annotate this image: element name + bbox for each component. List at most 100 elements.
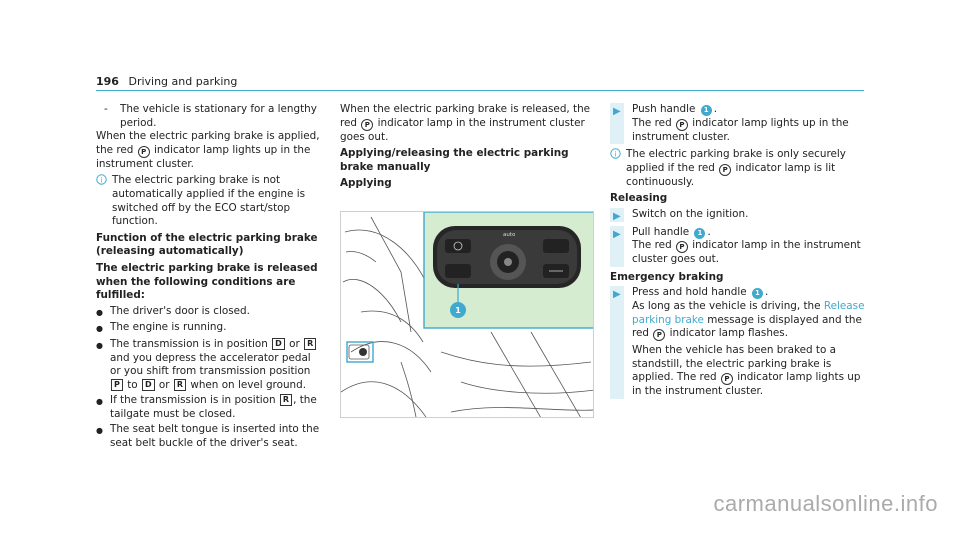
text: message is displayed and the red: [632, 313, 862, 340]
heading-emergency: Emergency braking: [610, 270, 724, 283]
text: .: [707, 225, 711, 238]
parking-brake-icon: P: [675, 118, 688, 131]
gear-p-key: P: [111, 378, 123, 391]
heading-releasing: Releasing: [610, 192, 668, 205]
bullet: ●: [96, 397, 103, 407]
step-push-handle: ▶ Push handle 1. The red P indicator lam…: [610, 103, 870, 145]
list-item: ● The engine is running.: [96, 321, 322, 336]
text: , the tailgate must be closed.: [110, 394, 317, 420]
list-item-text: If the transmission is in position R, th…: [110, 394, 322, 421]
text: As long as the vehicle is driving, the: [632, 299, 821, 312]
list-item-text: The engine is running.: [110, 321, 227, 334]
callout-marker: 1: [751, 288, 763, 300]
callout-marker: 1: [694, 227, 706, 239]
gear-r-key: R: [173, 378, 187, 391]
column-2: When the electric parking brake is relea…: [340, 103, 598, 193]
release-parking-brake-link[interactable]: Release parking brake: [632, 299, 865, 326]
text: When the electric parking brake is appli…: [96, 130, 320, 156]
parking-brake-icon: P: [137, 145, 150, 158]
text: indicator lamp is lit continuously.: [626, 161, 836, 188]
figure-parking-brake-switch: auto 1: [340, 211, 594, 418]
column-1: - The vehicle is stationary for a length…: [96, 103, 322, 453]
text: .: [713, 103, 718, 115]
parking-brake-icon: P: [720, 373, 733, 386]
step-bar: [610, 225, 624, 267]
heading-function: Function of the electric parking brake (…: [96, 231, 318, 258]
page-header: 196 Driving and parking: [96, 75, 237, 89]
list-item: ●The driver's door is closed.: [96, 305, 322, 320]
dash-text: The vehicle is stationary for a lengthy …: [120, 103, 317, 129]
figure-callout: 1: [455, 306, 461, 315]
step-arrow-icon: ▶: [613, 106, 621, 117]
text: The red: [632, 239, 672, 252]
column-3: ▶ Push handle 1. The red P indicator lam…: [610, 103, 870, 403]
step-text: Switch on the ignition.: [632, 207, 749, 220]
heading-manual: Applying/releasing the electric parking …: [340, 147, 569, 173]
text: and you depress the accelerator pedal or…: [110, 351, 311, 378]
heading-conditions: The electric parking brake is released w…: [96, 261, 318, 302]
list-item-text: The transmission is in position D or R a…: [110, 337, 322, 392]
list-item: ● If the transmission is in position R, …: [96, 394, 322, 421]
parking-brake-icon: P: [653, 329, 666, 342]
auto-label: auto: [503, 232, 516, 238]
step-ignition: ▶ Switch on the ignition.: [610, 207, 870, 222]
svg-text:i: i: [615, 150, 617, 158]
bullet: ●: [96, 426, 103, 436]
text: The transmission is in position: [110, 337, 268, 350]
text: The electric parking brake is only secur…: [626, 148, 846, 174]
svg-text:i: i: [101, 177, 103, 185]
gear-d-key: D: [272, 337, 285, 350]
note: i The electric parking brake is only sec…: [610, 148, 870, 189]
step-arrow-icon: ▶: [613, 228, 621, 240]
step-arrow-icon: ▶: [613, 210, 621, 222]
text: indicator lamp in the instrument cluster…: [632, 239, 861, 266]
gear-d-key: D: [141, 378, 155, 391]
bullet: ●: [96, 340, 103, 350]
text: Press and hold handle: [632, 286, 747, 299]
watermark: carmanualsonline.info: [713, 491, 938, 516]
text: Pull handle: [632, 225, 690, 238]
dash-marker: -: [104, 103, 108, 115]
list-item-text: The seat belt tongue is inserted into th…: [110, 423, 320, 450]
section-title: Driving and parking: [128, 75, 238, 88]
step-bar: [610, 103, 624, 145]
step-press-hold: ▶ Press and hold handle 1. As long as th…: [610, 286, 870, 399]
paragraph-released: When the electric parking brake is relea…: [340, 103, 598, 144]
info-icon: i: [96, 174, 112, 228]
list-item: ● The transmission is in position D or R…: [96, 337, 322, 392]
text: If the transmission is in position: [110, 394, 276, 407]
text: Push handle: [632, 103, 696, 115]
text: to: [127, 378, 138, 391]
text: indicator lamp lights up in the instrume…: [632, 116, 849, 143]
text: .: [764, 286, 769, 299]
text: indicator lamp flashes.: [669, 327, 789, 340]
text: When the vehicle has been braked to a st…: [632, 344, 837, 384]
parking-brake-icon: P: [675, 241, 688, 254]
callout-marker: 1: [700, 105, 712, 116]
gear-r-key: R: [304, 337, 317, 350]
page-number: 196: [96, 75, 119, 88]
bullet: ●: [96, 324, 103, 334]
step-bar: [610, 207, 624, 222]
text: or: [158, 378, 170, 391]
header-rule: [96, 90, 864, 91]
gear-r-key: R: [279, 394, 293, 407]
figure-illustration: auto 1: [341, 212, 593, 417]
text: when on level ground.: [190, 378, 307, 391]
text: or: [289, 337, 300, 350]
heading-applying: Applying: [340, 177, 392, 190]
paragraph-applied: When the electric parking brake is appli…: [96, 130, 322, 171]
step-arrow-icon: ▶: [613, 289, 621, 301]
info-icon: i: [610, 148, 626, 189]
parking-brake-icon: P: [719, 163, 732, 176]
text: The red: [632, 116, 672, 129]
list-item-text: The driver's door is closed.: [110, 304, 250, 317]
note-text: The electric parking brake is only secur…: [626, 148, 870, 189]
text: indicator lamp in the instrument cluster…: [340, 116, 585, 143]
note: i The electric parking brake is not auto…: [96, 174, 322, 228]
note-text: The electric parking brake is not automa…: [112, 174, 306, 228]
dash-item: - The vehicle is stationary for a length…: [96, 103, 322, 130]
text: indicator lamp lights up in the instrume…: [96, 143, 311, 170]
step-pull-handle: ▶ Pull handle 1. The red P indicator lam…: [610, 225, 870, 267]
parking-brake-icon: P: [361, 118, 374, 131]
